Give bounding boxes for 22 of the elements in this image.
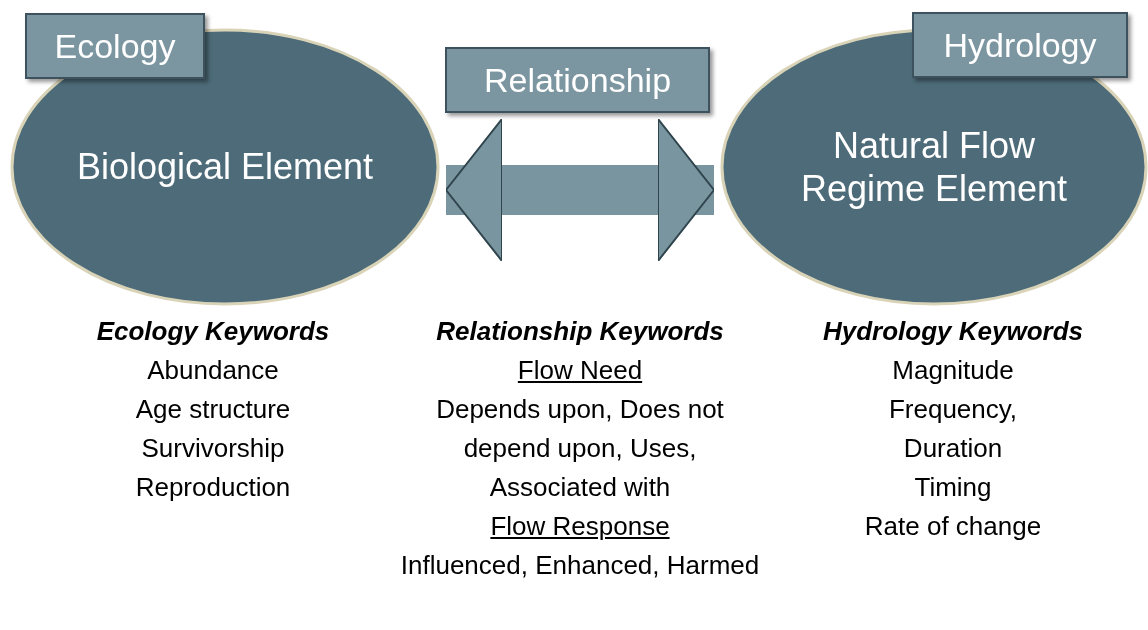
keyword-text: Survivorship	[141, 432, 285, 465]
category-heading: Flow Response	[490, 510, 670, 543]
keywords-heading: Relationship Keywords	[436, 315, 724, 348]
element-label: Natural Flow Regime Element	[799, 123, 1069, 211]
heading-tab: Ecology	[25, 13, 205, 79]
double-arrow	[445, 118, 715, 262]
heading-tab: Hydrology	[912, 12, 1128, 78]
keyword-text: Reproduction	[135, 471, 291, 504]
keyword-text: Depends upon, Does not depend upon, Uses, Associated with	[435, 393, 725, 504]
heading-tab: Relationship	[445, 47, 710, 113]
category-heading: Flow Need	[517, 354, 643, 387]
keyword-text: Rate of change	[864, 510, 1042, 543]
keywords-heading: Hydrology Keywords	[822, 315, 1084, 348]
keyword-text: Duration	[903, 432, 1003, 465]
keyword-text: Magnitude	[892, 354, 1014, 387]
element-label: Biological Element	[76, 145, 374, 189]
keywords-heading: Ecology Keywords	[96, 315, 330, 348]
keyword-text: Frequency,	[888, 393, 1018, 426]
keyword-text: Abundance	[147, 354, 279, 387]
keyword-text: Age structure	[135, 393, 291, 426]
keyword-text: Timing	[914, 471, 992, 504]
keyword-text: Influenced, Enhanced, Harmed	[400, 549, 760, 582]
